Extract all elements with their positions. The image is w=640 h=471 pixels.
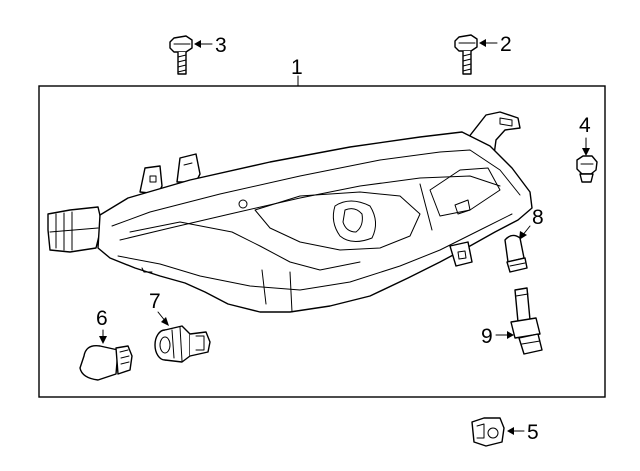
callout-4-label: 4 [579, 114, 591, 137]
headlamp-assembly-icon[interactable] [47, 111, 533, 313]
callout-1-label: 1 [291, 56, 303, 79]
callout-6-label: 6 [96, 307, 108, 330]
callout-5-label: 5 [527, 421, 539, 444]
callout-2[interactable]: 2 [479, 33, 512, 56]
callout-1[interactable]: 1 [291, 56, 303, 87]
callout-2-label: 2 [500, 33, 512, 56]
callout-7[interactable]: 7 [149, 290, 169, 326]
assembly-frame [38, 85, 606, 398]
wedge-bulb-icon[interactable] [504, 234, 528, 273]
callout-3-label: 3 [215, 34, 227, 57]
hid-bulb-icon[interactable] [510, 287, 543, 355]
callout-9[interactable]: 9 [481, 325, 514, 348]
bracket-icon[interactable] [471, 417, 505, 447]
bulb-icon[interactable] [79, 345, 133, 381]
callout-8-label: 8 [532, 206, 544, 229]
bolt-icon[interactable] [169, 35, 193, 75]
clip-nut-icon[interactable] [576, 155, 598, 183]
bolt-icon[interactable] [454, 34, 478, 75]
callout-8[interactable]: 8 [519, 206, 544, 240]
callout-6[interactable]: 6 [96, 307, 108, 344]
callout-5[interactable]: 5 [507, 421, 539, 444]
socket-icon[interactable] [154, 325, 211, 363]
callout-9-label: 9 [481, 325, 493, 348]
callout-7-label: 7 [149, 290, 161, 313]
callout-3[interactable]: 3 [194, 34, 227, 57]
callout-4[interactable]: 4 [579, 114, 591, 156]
